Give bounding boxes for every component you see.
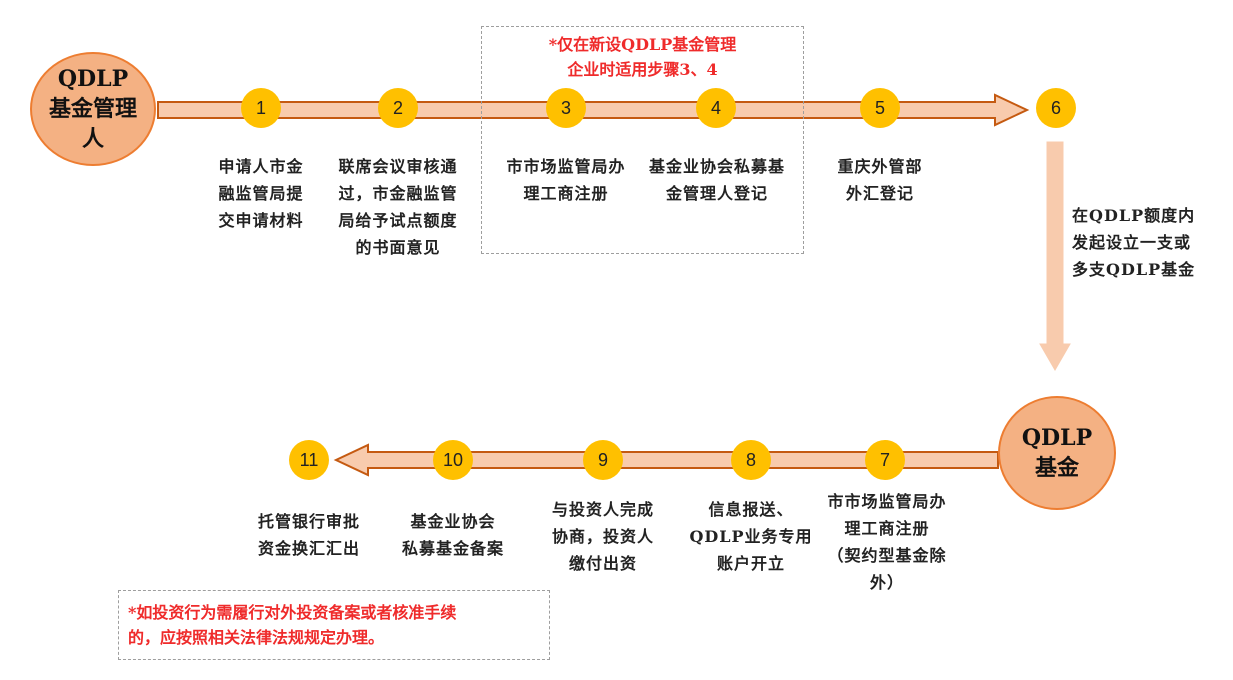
- step-10-badge: 10: [433, 440, 473, 480]
- step-label-line: 信息报送、: [708, 500, 794, 519]
- fund-setup-label: 在QDLP额度内 发起设立一支或 多支QDLP基金: [1072, 202, 1222, 283]
- step-3-badge: 3: [546, 88, 586, 128]
- step-label-line: 交申请材料: [218, 211, 304, 230]
- step-label-line: 外汇登记: [845, 184, 914, 203]
- step-1-label: 申请人市金融监管局提交申请材料: [193, 153, 329, 234]
- step-8-badge: 8: [731, 440, 771, 480]
- step-7-badge: 7: [865, 440, 905, 480]
- qdlp-fund-node: QDLP 基金: [998, 396, 1116, 510]
- step-label-line: 市市场监管局办: [506, 157, 626, 176]
- note-line: 的，应按照相关法律法规规定办理。: [128, 628, 385, 647]
- optional-steps-note: *仅在新设QDLP基金管理 企业时适用步骤3、4: [481, 32, 804, 82]
- step-3-label: 市市场监管局办理工商注册: [483, 153, 649, 207]
- fund-node-line: 基金: [1034, 455, 1079, 481]
- note-line: *如投资行为需履行对外投资备案或者核准手续: [128, 603, 457, 622]
- start-node-line: 人: [81, 126, 104, 152]
- vertical-flow-arrow: [1039, 141, 1071, 372]
- step-label-line: 基金业协会: [410, 512, 496, 531]
- step-2-label: 联席会议审核通过，市金融监管局给予试点额度的书面意见: [323, 153, 473, 261]
- top-flow-arrow: [157, 93, 1030, 127]
- step-label-line: 资金换汇汇出: [257, 539, 360, 558]
- step-label-line: 联席会议审核通: [338, 157, 458, 176]
- step-label-line: 私募基金备案: [401, 539, 504, 558]
- step-4-badge: 4: [696, 88, 736, 128]
- step-label-line: 金管理人登记: [665, 184, 768, 203]
- fund-node-line: QDLP: [1021, 425, 1093, 451]
- step-9-badge: 9: [583, 440, 623, 480]
- step-11-label: 托管银行审批资金换汇汇出: [236, 508, 382, 562]
- label-line: 多支QDLP基金: [1072, 260, 1196, 279]
- step-label-line: 外）: [869, 573, 904, 592]
- step-label-line: 理工商注册: [523, 184, 609, 203]
- step-2-badge: 2: [378, 88, 418, 128]
- step-7-label: 市市场监管局办理工商注册 （契约型基金除外）: [812, 488, 962, 596]
- step-label-line: 过，市金融监管: [338, 184, 458, 203]
- step-4-label: 基金业协会私募基金管理人登记: [634, 153, 800, 207]
- step-5-badge: 5: [860, 88, 900, 128]
- label-line: 在QDLP额度内: [1072, 206, 1196, 225]
- step-label-line: 基金业协会私募基: [648, 157, 785, 176]
- qdlp-fund-manager-node: QDLP 基金管理 人: [30, 52, 156, 166]
- step-label-line: 与投资人完成: [551, 500, 654, 519]
- step-label-line: 协商，投资人: [551, 527, 654, 546]
- step-11-badge: 11: [289, 440, 329, 480]
- step-10-label: 基金业协会私募基金备案: [383, 508, 523, 562]
- start-node-line: QDLP: [57, 66, 129, 92]
- step-label-line: 重庆外管部: [837, 157, 923, 176]
- step-label-line: （契约型基金除: [827, 546, 947, 565]
- step-label-line: QDLP业务专用: [689, 527, 813, 546]
- optional-steps-box: [481, 26, 804, 254]
- compliance-note: *如投资行为需履行对外投资备案或者核准手续 的，应按照相关法律法规规定办理。: [128, 600, 456, 650]
- step-9-label: 与投资人完成协商，投资人缴付出资: [532, 496, 674, 577]
- step-label-line: 缴付出资: [568, 554, 637, 573]
- compliance-note-box: [118, 590, 550, 660]
- step-label-line: 局给予试点额度: [338, 211, 458, 230]
- step-label-line: 托管银行审批: [257, 512, 360, 531]
- note-line: 企业时适用步骤3、4: [567, 60, 718, 79]
- step-label-line: 的书面意见: [355, 238, 441, 257]
- start-node-line: 基金管理: [48, 96, 137, 122]
- step-8-label: 信息报送、 QDLP业务专用账户开立: [676, 496, 826, 577]
- step-label-line: 理工商注册: [844, 519, 930, 538]
- step-label-line: 融监管局提: [218, 184, 304, 203]
- step-1-badge: 1: [241, 88, 281, 128]
- step-label-line: 账户开立: [716, 554, 785, 573]
- label-line: 发起设立一支或: [1072, 233, 1192, 252]
- step-6-badge: 6: [1036, 88, 1076, 128]
- note-line: *仅在新设QDLP基金管理: [548, 35, 737, 54]
- step-5-label: 重庆外管部外汇登记: [812, 153, 948, 207]
- step-label-line: 市市场监管局办: [827, 492, 947, 511]
- step-label-line: 申请人市金: [218, 157, 304, 176]
